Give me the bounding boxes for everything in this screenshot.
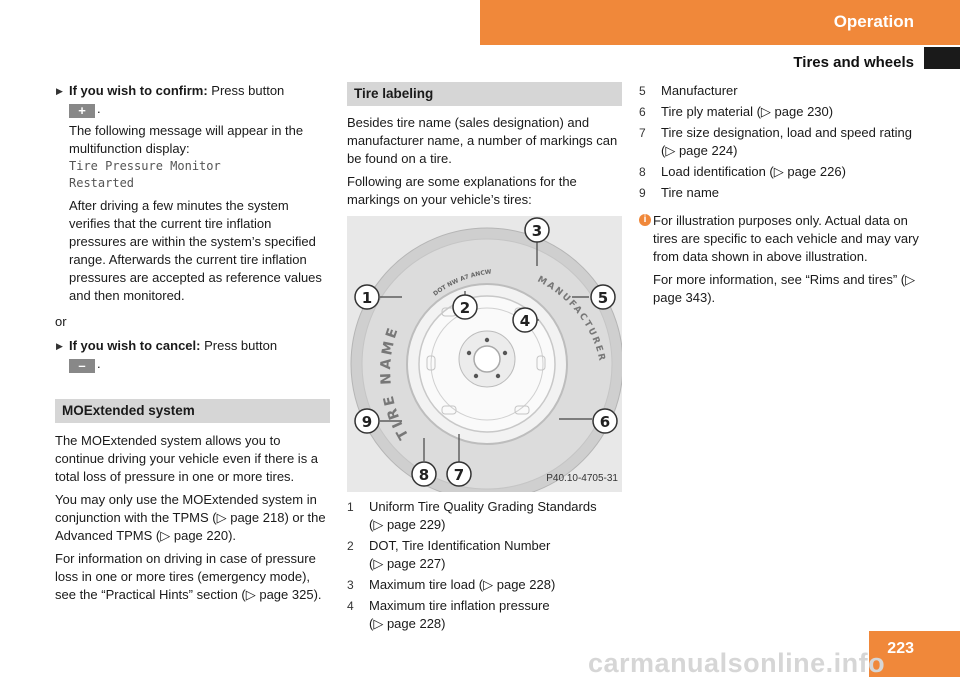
legend-text: Load identification (▷ page 226) — [661, 164, 846, 179]
svg-text:7: 7 — [454, 466, 464, 484]
legend-number: 1 — [347, 500, 354, 514]
message-block: The following message will appear in the… — [55, 122, 330, 305]
legend-text: Manufacturer — [661, 83, 738, 98]
legend-number: 3 — [347, 578, 354, 592]
subsection-title: Tires and wheels — [793, 54, 914, 71]
step-arrow-icon: ▶ — [56, 86, 63, 96]
svg-text:3: 3 — [532, 222, 542, 240]
legend-item: 4 Maximum tire inflation pressure (▷ pag… — [347, 597, 622, 633]
svg-text:2: 2 — [460, 299, 470, 317]
confirm-text: Press button — [211, 83, 285, 98]
labeling-paragraph-1: Besides tire name (sales designation) an… — [347, 115, 618, 166]
legend-ref: (▷ page 228) — [369, 616, 446, 631]
legend-ref: (▷ page 227) — [369, 556, 446, 571]
legend-item: 6 Tire ply material (▷ page 230) — [639, 103, 921, 121]
moe-paragraph-3: For information on driving in case of pr… — [55, 551, 322, 602]
moe-paragraph-2: You may only use the MOExtended system i… — [55, 492, 326, 543]
column-1: ▶ If you wish to confirm: Press button +… — [55, 82, 330, 609]
callout-4: 4 — [512, 307, 538, 333]
column-3: 5 Manufacturer 6 Tire ply material (▷ pa… — [639, 82, 921, 312]
callout-1: 1 — [354, 284, 380, 310]
legend-number: 4 — [347, 599, 354, 613]
header-bar — [480, 0, 960, 45]
callout-7: 7 — [446, 461, 472, 487]
svg-text:9: 9 — [362, 413, 372, 431]
confirm-step: ▶ If you wish to confirm: Press button +… — [55, 82, 330, 118]
legend-ref: (▷ page 229) — [369, 517, 446, 532]
legend-item: 7 Tire size designation, load and speed … — [639, 124, 921, 160]
section-title: Operation — [833, 12, 914, 31]
legend-item: 8 Load identification (▷ page 226) — [639, 163, 921, 181]
step-arrow-icon: ▶ — [56, 341, 63, 351]
moe-heading: MOExtended system — [55, 399, 330, 423]
callout-2: 2 — [452, 294, 478, 320]
callouts: 1 2 3 4 5 6 7 8 9 — [354, 217, 618, 487]
page-number: 223 — [887, 640, 914, 657]
legend-item: 3 Maximum tire load (▷ page 228) — [347, 576, 622, 594]
svg-text:5: 5 — [598, 289, 608, 307]
legend-text: Uniform Tire Quality Grading Standards — [369, 499, 597, 514]
svg-text:4: 4 — [520, 312, 530, 330]
labeling-paragraph-2: Following are some explanations for the … — [347, 174, 577, 207]
tire-labeling-heading: Tire labeling — [347, 82, 622, 106]
legend-item: 9 Tire name — [639, 184, 921, 202]
legend-number: 7 — [639, 126, 646, 140]
callout-8: 8 — [411, 461, 437, 487]
legend-text: Tire name — [661, 185, 720, 200]
legend-item: 5 Manufacturer — [639, 82, 921, 100]
info-icon: i — [639, 214, 651, 226]
moe-paragraph-1: The MOExtended system allows you to cont… — [55, 433, 319, 484]
info-paragraph-2: For more information, see “Rims and tire… — [653, 272, 916, 305]
punct: . — [97, 356, 101, 371]
legend-item: 1 Uniform Tire Quality Grading Standards… — [347, 498, 622, 534]
info-paragraph-1: For illustration purposes only. Actual d… — [653, 213, 919, 264]
tire-illustration: TIRE NAME MANUFACTURER DOT NW A7 ANCW 1 … — [347, 216, 622, 492]
figure-code: P40.10-4705-31 — [546, 473, 618, 484]
legend-number: 5 — [639, 84, 646, 98]
svg-text:8: 8 — [419, 466, 429, 484]
punct: . — [97, 101, 101, 116]
callout-9: 9 — [354, 408, 380, 434]
callout-3: 3 — [524, 217, 550, 243]
cancel-text: Press button — [204, 338, 278, 353]
cancel-step: ▶ If you wish to cancel: Press button –. — [55, 337, 330, 373]
display-line-2: Restarted — [69, 176, 135, 190]
legend-text: DOT, Tire Identification Number — [369, 538, 551, 553]
info-note: i For illustration purposes only. Actual… — [639, 212, 921, 307]
display-line-1: Tire Pressure Monitor — [69, 159, 221, 173]
legend-number: 2 — [347, 539, 354, 553]
lug-nuts — [466, 337, 508, 379]
hub-center — [473, 345, 501, 373]
legend-number: 6 — [639, 105, 646, 119]
callout-6: 6 — [592, 408, 618, 434]
message-intro: The following message will appear in the… — [69, 123, 304, 156]
legend-text: Maximum tire load (▷ page 228) — [369, 577, 556, 592]
legend-text: Maximum tire inflation pressure — [369, 598, 550, 613]
callout-5: 5 — [590, 284, 616, 310]
minus-button-icon: – — [69, 359, 95, 373]
after-drive-text: After driving a few minutes the system v… — [69, 198, 322, 303]
legend-text: Tire size designation, load and speed ra… — [661, 125, 913, 158]
legend-number: 9 — [639, 186, 646, 200]
or-text: or — [55, 314, 67, 329]
thumb-tab — [924, 47, 960, 69]
rim-ring — [430, 307, 544, 421]
cancel-lead: If you wish to cancel: — [69, 338, 201, 353]
confirm-lead: If you wish to confirm: — [69, 83, 208, 98]
column-2: Tire labeling Besides tire name (sales d… — [347, 82, 622, 636]
svg-text:1: 1 — [362, 289, 372, 307]
plus-button-icon: + — [69, 104, 95, 118]
tire-drawing: TIRE NAME MANUFACTURER DOT NW A7 ANCW 1 … — [350, 217, 622, 492]
svg-text:6: 6 — [600, 413, 610, 431]
watermark: carmanualsonline.info — [588, 648, 886, 678]
page-number-box — [869, 631, 960, 677]
legend-item: 2 DOT, Tire Identification Number (▷ pag… — [347, 537, 622, 573]
legend-text: Tire ply material (▷ page 230) — [661, 104, 834, 119]
legend-number: 8 — [639, 165, 646, 179]
